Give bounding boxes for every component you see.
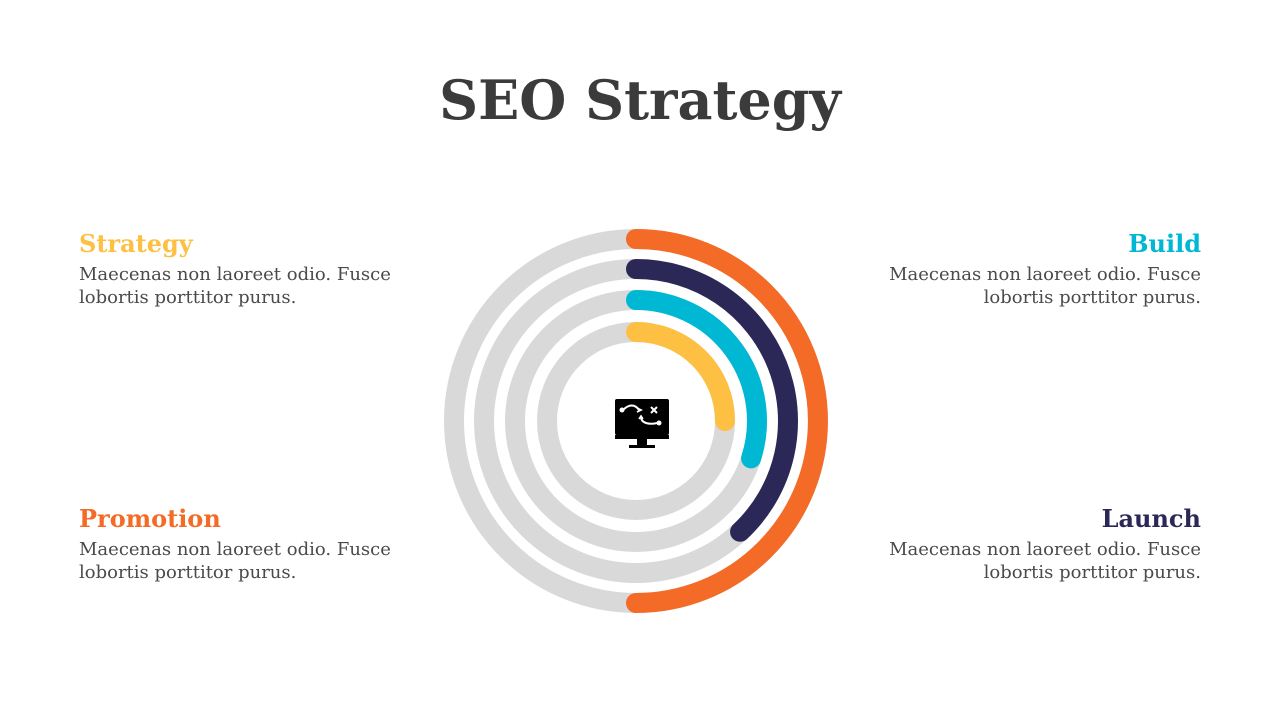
promotion-block: Promotion Maecenas non laoreet odio. Fus… <box>79 504 409 584</box>
build-description: Maecenas non laoreet odio. Fusce loborti… <box>889 264 1201 308</box>
build-ring-arc <box>626 290 767 469</box>
strategy-heading: Strategy <box>79 229 193 258</box>
strategy-ring-arc <box>626 322 735 431</box>
launch-heading: Launch <box>1101 504 1201 533</box>
build-block: Build Maecenas non laoreet odio. Fusce l… <box>871 229 1201 309</box>
promotion-heading: Promotion <box>79 504 221 533</box>
launch-description: Maecenas non laoreet odio. Fusce loborti… <box>889 539 1201 583</box>
promotion-description: Maecenas non laoreet odio. Fusce loborti… <box>79 539 391 583</box>
promotion-ring-arc <box>626 229 828 613</box>
progress-rings-svg <box>444 229 828 613</box>
strategy-description: Maecenas non laoreet odio. Fusce loborti… <box>79 264 391 308</box>
launch-block: Launch Maecenas non laoreet odio. Fusce … <box>871 504 1201 584</box>
page-title: SEO Strategy <box>439 68 841 132</box>
launch-ring-arc <box>626 259 798 542</box>
strategy-block: Strategy Maecenas non laoreet odio. Fusc… <box>79 229 409 309</box>
build-heading: Build <box>1128 229 1201 258</box>
monitor-strategy-icon <box>615 399 669 448</box>
progress-rings <box>440 221 840 621</box>
